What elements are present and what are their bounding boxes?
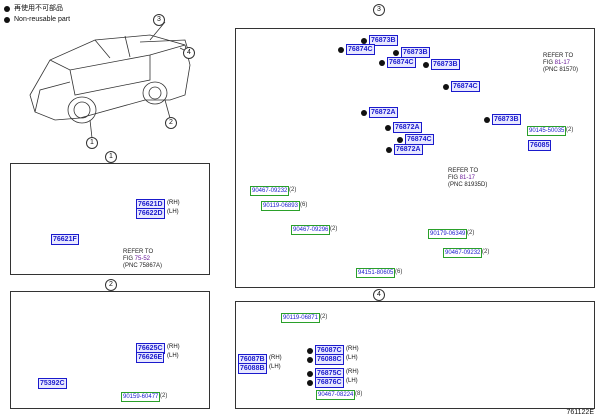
box3-grommet-2-qty: (6) [300,202,308,208]
nonreusable-dot-icon [386,147,392,153]
box1-mudguard-front [10,163,210,275]
box3-part-1[interactable]: 76873B [369,35,398,46]
nonreusable-dot-icon [361,38,367,44]
box4-part-r4[interactable]: 76876C [315,377,344,388]
box3-grommet-4[interactable]: 90179-06349 [428,229,468,239]
nonreusable-dot-icon [423,62,429,68]
box3-bolt-right-qty: (2) [566,127,574,133]
box3-grommet-6-qty: (6) [395,269,403,275]
box3-grommet-1[interactable]: 90467-09232 [250,186,290,196]
box4-r2-side: (LH) [346,355,358,361]
box1-lh-part[interactable]: 76622D [136,208,165,219]
callout-1: 1 [86,137,98,149]
box4-r4-side: (LH) [346,378,358,384]
nonreusable-dot-icon [307,357,313,363]
box1-left-part[interactable]: 76621F [51,234,79,245]
box4-rh-label: (RH) [269,355,282,361]
legend-jp: 再使用不可部品 [4,3,70,14]
box3-grommet-3[interactable]: 90467-09296 [291,225,331,235]
box3-part-7[interactable]: 76872A [369,107,398,118]
nonreusable-dot-icon [393,50,399,56]
box4-lh-part[interactable]: 76088B [238,363,267,374]
box1-rh-label: (RH) [167,200,180,206]
box2-bolt[interactable]: 90159-60477 [121,392,161,402]
box4-lh-label: (LH) [269,364,281,370]
callout-3: 3 [153,14,165,26]
box3-grommet-4-qty: (2) [467,230,475,236]
box1-refer-note: REFER TO FIG 75-52 (PNC 75867A) [123,249,163,269]
box4-grommet-top-qty: (2) [320,314,328,320]
nonreusable-dot-icon [361,110,367,116]
box3-refer-top: REFER TO FIG 81-17 (PNC 81570) [543,53,579,73]
box1-callout: 1 [105,151,117,163]
nonreusable-dot-icon [385,125,391,131]
box2-mudguard-rear [10,291,210,409]
box3-rear-spoiler [235,28,595,288]
box4-grommet-top[interactable]: 90119-06871 [281,313,320,323]
box3-grommet-6[interactable]: 94151-80605 [356,268,396,278]
box3-grommet-3-qty: (2) [330,226,338,232]
nonreusable-dot-icon [307,371,313,377]
box4-r3-side: (RH) [346,369,359,375]
box2-lh-label: (LH) [167,353,179,359]
box3-part-10[interactable]: 76872A [394,144,423,155]
box3-part-8[interactable]: 76872A [393,122,422,133]
box3-grommet-2[interactable]: 90119-06893 [261,201,300,211]
box3-right-part[interactable]: 76085 [528,140,552,151]
box3-part-4[interactable]: 76874C [387,57,416,68]
box4-callout: 4 [373,289,385,301]
box3-part-2[interactable]: 76874C [346,44,375,55]
nonreusable-dot-icon [4,16,10,23]
box3-fig-mid-link[interactable]: 81-17 [459,175,476,181]
box3-fig-top-link[interactable]: 81-17 [554,60,571,66]
nonreusable-dot-icon [379,60,385,66]
box3-grommet-1-qty: (2) [289,187,297,193]
box3-callout: 3 [373,4,385,16]
box2-bolt-qty: (2) [160,393,168,399]
legend: 再使用不可部品 Non-reusable part [4,3,70,25]
box4-grommet-bottom-qty: (8) [355,391,363,397]
box1-lh-label: (LH) [167,209,179,215]
box3-part-5[interactable]: 76873B [431,59,460,70]
box4-part-r2[interactable]: 76088C [315,354,344,365]
box2-rh-label: (RH) [167,344,180,350]
box3-grommet-5-qty: (2) [482,249,490,255]
nonreusable-dot-icon [397,137,403,143]
box3-part-11[interactable]: 76873B [492,114,521,125]
nonreusable-dot-icon [484,117,490,123]
box3-grommet-5[interactable]: 90467-09232 [443,248,483,258]
box3-refer-mid: REFER TO FIG 81-17 (PNC 81935D) [448,168,488,188]
box4-r1-side: (RH) [346,346,359,352]
box4-grommet-bottom[interactable]: 90467-08224 [316,390,356,400]
box2-left-part[interactable]: 75392C [38,378,67,389]
box3-bolt-right[interactable]: 90145-50035 [527,126,567,136]
nonreusable-dot-icon [307,380,313,386]
nonreusable-dot-icon [443,84,449,90]
box2-lh-part[interactable]: 76626E [136,352,165,363]
callout-4: 4 [183,47,195,59]
box3-part-6[interactable]: 76874C [451,81,480,92]
legend-en: Non-reusable part [4,14,70,25]
nonreusable-dot-icon [307,348,313,354]
nonreusable-dot-icon [338,47,344,53]
box2-callout: 2 [105,279,117,291]
diagram-code: 761122E [566,409,594,416]
box1-fig-link[interactable]: 75-52 [134,256,151,262]
nonreusable-dot-icon [4,5,10,12]
callout-2: 2 [165,117,177,129]
